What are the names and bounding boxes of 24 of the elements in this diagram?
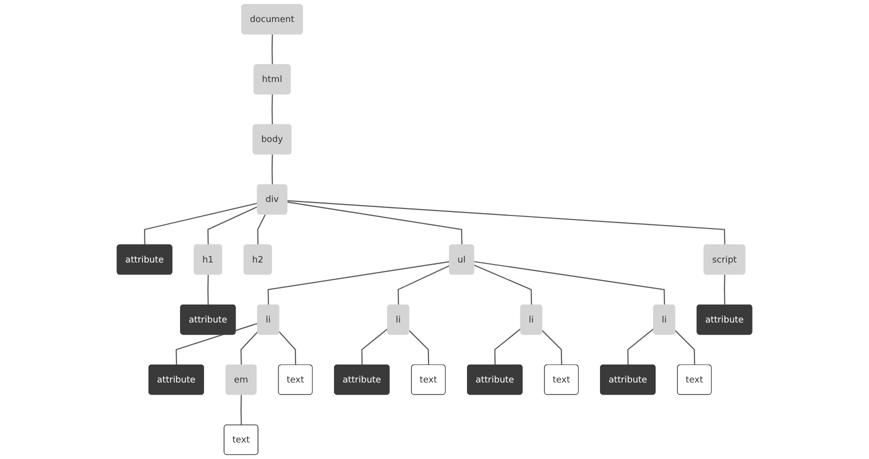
connector [542, 330, 562, 366]
connector [257, 214, 266, 245]
connector [474, 261, 666, 305]
connector [207, 206, 258, 245]
connector [724, 274, 726, 305]
connector [627, 328, 654, 366]
connector [144, 202, 258, 245]
connector [272, 94, 273, 125]
connector [240, 331, 258, 366]
connector [272, 34, 273, 65]
connector [207, 274, 209, 305]
connector [176, 322, 258, 366]
connector [474, 264, 532, 305]
connector [361, 328, 388, 366]
connector [272, 154, 273, 185]
connector [398, 265, 450, 305]
connector [278, 331, 296, 366]
connector [408, 330, 430, 366]
connector [287, 200, 726, 245]
connector [287, 202, 462, 245]
connector [674, 330, 696, 366]
connector [494, 328, 522, 366]
connector [240, 394, 242, 426]
connector [268, 261, 450, 305]
